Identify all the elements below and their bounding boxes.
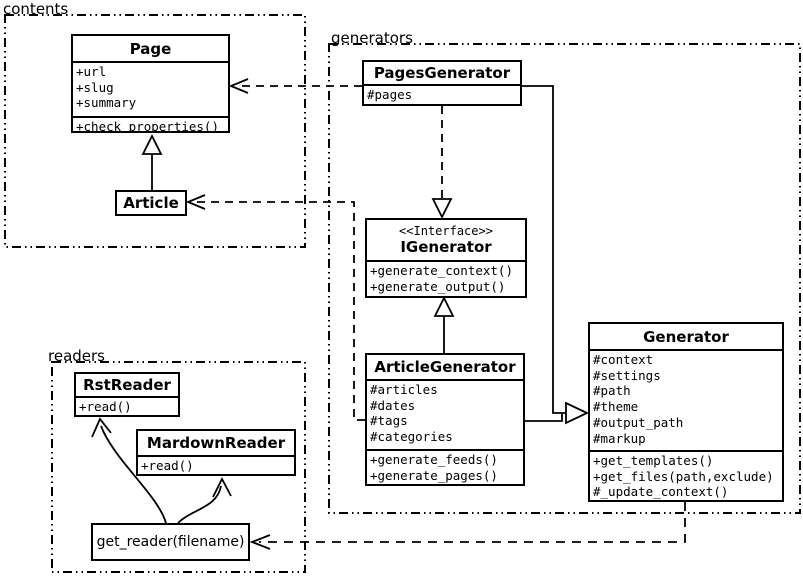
- arrowhead-mardownreader: [212, 477, 232, 498]
- attribute-row: #tags: [370, 413, 408, 429]
- attribute-row: #theme: [593, 399, 639, 415]
- class-rstreader-title: RstReader: [83, 376, 171, 394]
- class-generator: Generator #context #settings #path #them…: [588, 322, 784, 502]
- method-row: +read(): [79, 399, 132, 414]
- edge-getreader-to-rstreader: [100, 425, 167, 524]
- class-articlegenerator-attributes: #articles #dates #tags #categories: [367, 379, 523, 449]
- edge-pagesgenerator-to-generator: [522, 85, 566, 414]
- edge-getreader-to-mardownreader: [177, 485, 222, 524]
- package-border-readers: [51, 361, 306, 573]
- class-pagesgenerator-attributes: #pages: [364, 84, 520, 104]
- node-get-reader: get_reader(filename): [91, 523, 250, 561]
- class-igenerator: <<Interface>> IGenerator +generate_conte…: [365, 218, 527, 298]
- arrowhead-rstreader: [91, 417, 112, 438]
- class-article-title: Article: [123, 194, 179, 212]
- class-pagesgenerator: PagesGenerator #pages: [362, 60, 522, 106]
- attribute-row: +summary: [76, 95, 137, 111]
- edge-generator-to-getreader: [259, 502, 686, 543]
- attribute-row: #pages: [367, 87, 413, 102]
- class-mardownreader: MardownReader +read(): [136, 429, 296, 476]
- method-row: #_update_context(): [593, 484, 729, 500]
- class-igenerator-header: <<Interface>> IGenerator: [367, 220, 525, 260]
- method-row: +generate_output(): [370, 278, 506, 294]
- realization-arrowhead-igenerator: [431, 198, 453, 220]
- class-page: Page +url +slug +summary +check_properti…: [71, 34, 230, 133]
- edge-articlegenerator-to-article: [196, 201, 365, 421]
- package-label-contents: contents: [3, 0, 69, 18]
- package-label-readers: readers: [48, 347, 105, 365]
- class-articlegenerator: ArticleGenerator #articles #dates #tags …: [365, 353, 525, 486]
- attribute-row: #dates: [370, 397, 416, 413]
- class-rstreader: RstReader +read(): [74, 372, 180, 417]
- inheritance-arrowhead-igenerator: [433, 295, 455, 317]
- package-border-generators: [328, 43, 801, 514]
- class-articlegenerator-title: ArticleGenerator: [374, 358, 516, 376]
- method-row: +read(): [141, 458, 194, 473]
- class-igenerator-stereotype: <<Interface>>: [399, 224, 493, 238]
- class-pagesgenerator-title: PagesGenerator: [373, 64, 511, 82]
- attribute-row: #output_path: [593, 414, 684, 430]
- class-generator-methods: +get_templates() +get_files(path,exclude…: [590, 450, 782, 500]
- method-row: +check_properties(): [76, 119, 219, 133]
- class-mardownreader-title: MardownReader: [146, 434, 286, 452]
- method-row: +generate_feeds(): [370, 452, 498, 467]
- inheritance-arrowhead-generator: [565, 401, 590, 425]
- edge-articlegenerator-to-generator: [523, 414, 563, 422]
- attribute-row: #categories: [370, 429, 453, 445]
- attribute-row: +slug: [76, 79, 114, 95]
- class-page-methods: +check_properties(): [73, 116, 228, 133]
- attribute-row: #path: [593, 383, 631, 399]
- class-article: Article: [115, 190, 187, 216]
- class-page-title: Page: [129, 39, 172, 58]
- attribute-row: #markup: [593, 430, 646, 446]
- method-row: +get_files(path,exclude): [593, 468, 774, 484]
- method-row: +generate_pages(): [370, 467, 498, 483]
- class-generator-title: Generator: [643, 327, 729, 346]
- dependency-arrowhead-getreader: [249, 534, 271, 550]
- dependency-arrowhead-article: [185, 194, 206, 210]
- attribute-row: #context: [593, 352, 654, 367]
- package-border-contents: [4, 14, 306, 248]
- class-generator-attributes: #context #settings #path #theme #output_…: [590, 349, 782, 450]
- node-get-reader-label: get_reader(filename): [96, 534, 245, 550]
- class-articlegenerator-methods: +generate_feeds() +generate_pages(): [367, 449, 523, 484]
- inheritance-arrowhead-page: [141, 133, 163, 155]
- attribute-row: +url: [76, 64, 107, 79]
- attribute-row: #settings: [593, 367, 661, 383]
- class-page-attributes: +url +slug +summary: [73, 61, 228, 116]
- class-mardownreader-methods: +read(): [138, 455, 294, 474]
- attribute-row: #articles: [370, 382, 438, 397]
- dependency-arrowhead-page: [228, 78, 249, 94]
- method-row: +get_templates(): [593, 453, 714, 468]
- method-row: +generate_context(): [370, 263, 513, 278]
- class-igenerator-methods: +generate_context() +generate_output(): [367, 260, 525, 296]
- class-igenerator-title: IGenerator: [400, 238, 492, 256]
- class-rstreader-methods: +read(): [76, 396, 178, 415]
- package-label-generators: generators: [331, 29, 413, 47]
